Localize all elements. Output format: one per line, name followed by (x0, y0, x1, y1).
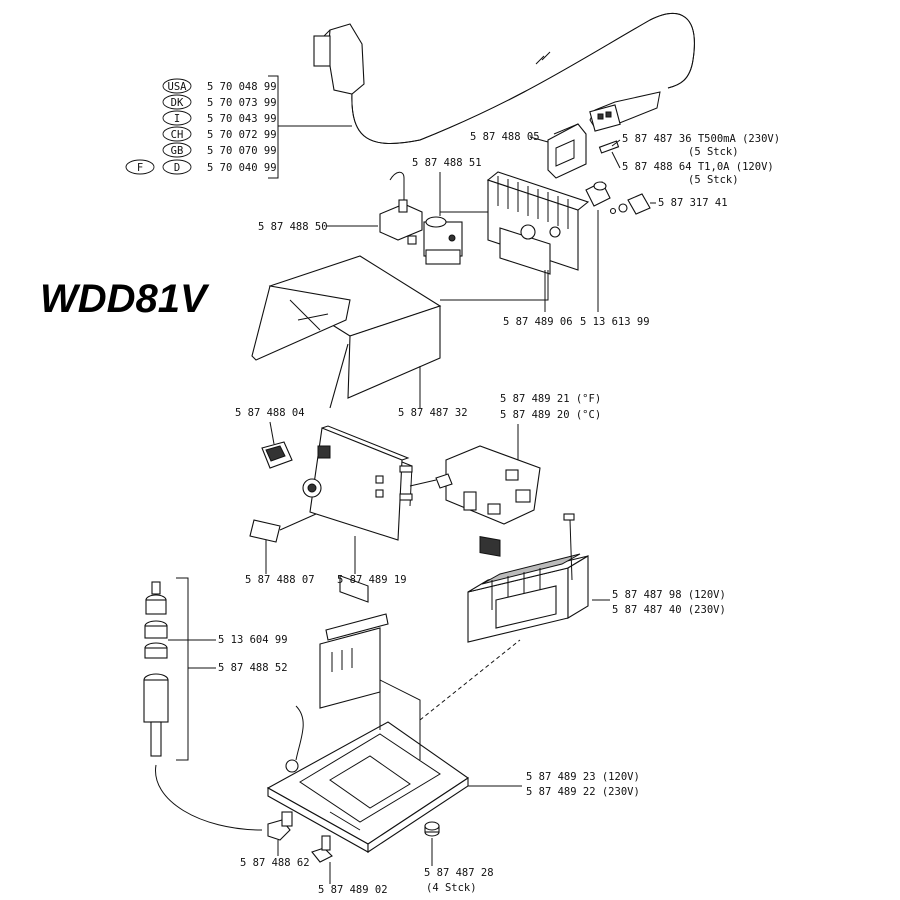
label-transformer-230: 5 87 487 40 (230V) (612, 604, 726, 616)
label-base-120: 5 87 489 23 (120V) (526, 771, 640, 783)
plug (313, 23, 365, 95)
part-number: 5 70 043 99 (207, 113, 277, 125)
country-badge (162, 94, 192, 110)
power-cord (351, 13, 695, 144)
heatsink-board (440, 171, 590, 301)
country-code: USA (168, 81, 188, 93)
label-fuse-holder: 5 13 613 99 (580, 316, 650, 328)
country-code: CH (171, 129, 184, 141)
label-front-panel: 5 87 489 19 (337, 574, 407, 586)
label-valve: 5 87 488 51 (412, 157, 482, 169)
part-number: 5 70 073 99 (207, 97, 277, 109)
country-badge (162, 142, 192, 158)
label-connector: 5 87 489 02 (318, 884, 388, 896)
label-switch: 5 87 488 04 (235, 407, 305, 419)
country-code: F (137, 162, 143, 174)
label-socket: 5 87 488 05 (470, 131, 540, 143)
label-filter-holder: 5 87 488 52 (218, 662, 288, 674)
power-cord-legend: USA 5 70 048 99 DK 5 70 073 99 I 5 70 04… (125, 75, 352, 179)
label-fuse-t500: 5 87 487 36 T500mA (230V) (622, 133, 780, 145)
country-badge (125, 159, 155, 175)
rubber-foot (424, 821, 440, 837)
country-code: I (174, 113, 180, 125)
part-number: 5 70 048 99 (207, 81, 277, 93)
housing-cover (251, 255, 442, 409)
label-cover: 5 87 487 32 (398, 407, 468, 419)
country-badge (162, 78, 192, 94)
filter-assembly (143, 577, 216, 761)
valve-block (379, 171, 423, 245)
country-badge (162, 159, 192, 175)
fuse-holder-cap (609, 193, 651, 215)
label-display-board-f: 5 87 489 21 (°F) (500, 393, 601, 405)
label-window: 5 87 488 07 (245, 574, 315, 586)
label-elbow: 5 87 488 62 (240, 857, 310, 869)
fuse-holder (585, 181, 611, 207)
label-fuse-t500-qty: (5 Stck) (688, 146, 739, 158)
part-number: 5 70 040 99 (207, 162, 277, 174)
country-badge (162, 110, 192, 126)
model-title: WDD81V (40, 277, 210, 321)
hose-elbow (267, 811, 293, 841)
label-transformer-120: 5 87 487 98 (120V) (612, 589, 726, 601)
label-heatsink-board: 5 87 489 06 (503, 316, 573, 328)
front-panel (302, 425, 413, 603)
part-number: 5 70 072 99 (207, 129, 277, 141)
part-number: 5 70 070 99 (207, 145, 277, 157)
label-feet: 5 87 487 28 (424, 867, 494, 879)
label-base-230: 5 87 489 22 (230V) (526, 786, 640, 798)
valve (423, 216, 463, 265)
display-board (409, 445, 541, 557)
transformer (467, 513, 589, 643)
label-fuse-t1: 5 87 488 64 T1,0A (120V) (622, 161, 774, 173)
country-code: D (174, 162, 180, 174)
panel-window (249, 519, 281, 543)
country-code: DK (171, 97, 184, 109)
connector (311, 835, 333, 863)
mains-socket (547, 123, 587, 179)
country-code: GB (171, 145, 184, 157)
power-switch (261, 441, 293, 469)
country-badge (162, 126, 192, 142)
label-feet-qty: (4 Stck) (426, 882, 477, 894)
label-fuse-t1-qty: (5 Stck) (688, 174, 739, 186)
shield-plate (319, 613, 389, 709)
label-filter-set: 5 13 604 99 (218, 634, 288, 646)
label-valve-block: 5 87 488 50 (258, 221, 328, 233)
base-housing (266, 679, 469, 854)
fuse (598, 140, 620, 154)
label-display-board-c: 5 87 489 20 (°C) (500, 409, 601, 421)
label-fuse-holder-cap: 5 87 317 41 (658, 197, 728, 209)
